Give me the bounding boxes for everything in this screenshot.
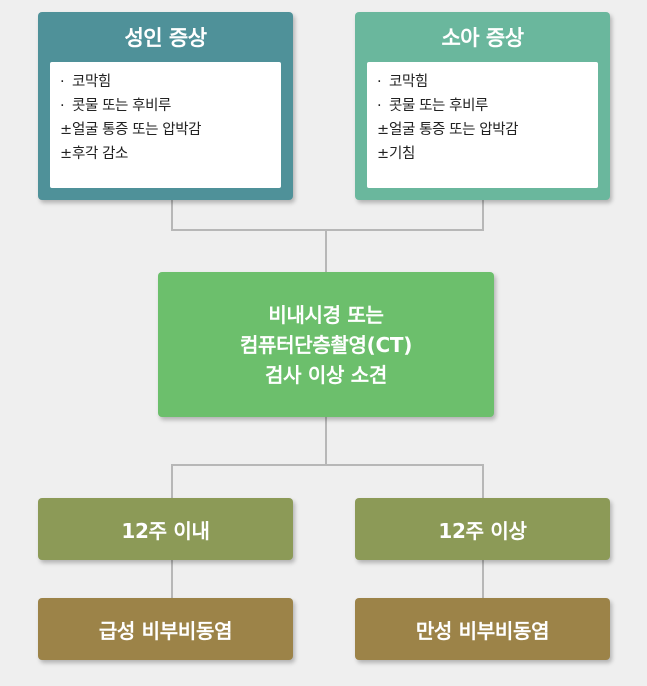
list-item: ±얼굴 통증 또는 압박감	[377, 118, 588, 142]
acute-sinusitis-box: 급성 비부비동염	[38, 598, 293, 660]
list-item: · 코막힘	[377, 70, 588, 94]
list-item: · 콧물 또는 후비루	[60, 94, 271, 118]
item-marker: ±	[60, 122, 72, 138]
diagnosis-label: 만성 비부비동염	[415, 618, 550, 643]
connector-adult-down	[171, 200, 173, 230]
diagnosis-label: 급성 비부비동염	[98, 618, 233, 643]
connector-to-period-1	[171, 464, 173, 498]
exam-line: 비내시경 또는	[268, 302, 384, 327]
chronic-sinusitis-box: 만성 비부비동염	[355, 598, 610, 660]
connector-period2-diagnosis2	[482, 560, 484, 598]
item-text: 콧물 또는 후비루	[72, 98, 171, 114]
list-item: ±얼굴 통증 또는 압박감	[60, 118, 271, 142]
connector-bottom-horizontal	[171, 464, 484, 466]
connector-child-down	[482, 200, 484, 230]
item-text: 코막힘	[72, 74, 111, 90]
exam-findings-box: 비내시경 또는 컴퓨터단층촬영(CT) 검사 이상 소견	[158, 272, 494, 417]
period-within-12-weeks-box: 12주 이내	[38, 498, 293, 560]
child-symptoms-title: 소아 증상	[441, 26, 524, 50]
exam-line: 컴퓨터단층촬영(CT)	[239, 332, 413, 357]
connector-to-exam	[325, 229, 327, 272]
list-item: ±후각 감소	[60, 142, 271, 166]
list-item: · 콧물 또는 후비루	[377, 94, 588, 118]
period-over-12-weeks-box: 12주 이상	[355, 498, 610, 560]
connector-to-period-2	[482, 464, 484, 498]
exam-line: 검사 이상 소견	[265, 362, 387, 387]
adult-symptoms-box: 성인 증상 · 코막힘 · 콧물 또는 후비루 ±얼굴 통증 또는 압박감 ±후각 …	[38, 12, 293, 200]
connector-period1-diagnosis1	[171, 560, 173, 598]
connector-exam-down	[325, 417, 327, 465]
item-text: 기침	[389, 146, 415, 162]
item-text: 얼굴 통증 또는 압박감	[72, 122, 202, 138]
connector-top-horizontal	[171, 229, 484, 231]
item-marker: ·	[60, 98, 65, 114]
item-marker: ±	[377, 146, 389, 162]
period-label: 12주 이상	[438, 518, 527, 543]
item-marker: ·	[377, 98, 382, 114]
item-marker: ±	[377, 122, 389, 138]
list-item: · 코막힘	[60, 70, 271, 94]
child-symptoms-box: 소아 증상 · 코막힘 · 콧물 또는 후비루 ±얼굴 통증 또는 압박감 ±기침	[355, 12, 610, 200]
period-label: 12주 이내	[121, 518, 210, 543]
child-symptoms-list: · 코막힘 · 콧물 또는 후비루 ±얼굴 통증 또는 압박감 ±기침	[367, 62, 598, 188]
adult-symptoms-title: 성인 증상	[124, 26, 207, 50]
item-marker: ±	[60, 146, 72, 162]
adult-symptoms-list: · 코막힘 · 콧물 또는 후비루 ±얼굴 통증 또는 압박감 ±후각 감소	[50, 62, 281, 188]
item-marker: ·	[377, 74, 382, 90]
item-text: 코막힘	[389, 74, 428, 90]
item-marker: ·	[60, 74, 65, 90]
item-text: 콧물 또는 후비루	[389, 98, 488, 114]
item-text: 얼굴 통증 또는 압박감	[389, 122, 519, 138]
item-text: 후각 감소	[72, 146, 128, 162]
list-item: ±기침	[377, 142, 588, 166]
